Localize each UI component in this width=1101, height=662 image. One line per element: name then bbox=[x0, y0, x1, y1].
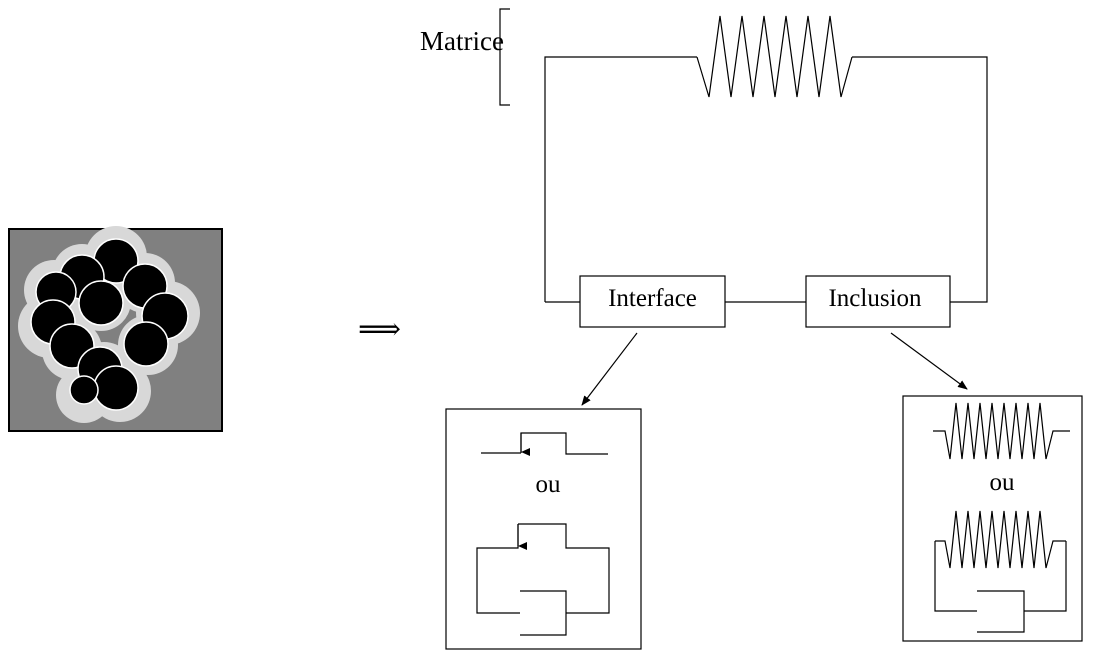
microstructure-cell bbox=[8, 226, 223, 432]
particle bbox=[93, 365, 139, 411]
interface-arrow bbox=[581, 332, 638, 406]
interface-box: Interface bbox=[579, 275, 726, 328]
interface-or-label: ou bbox=[536, 471, 562, 498]
matrix-resistor-icon bbox=[696, 15, 853, 98]
matrix-bracket bbox=[499, 8, 510, 106]
interface-options-panel: ou bbox=[445, 408, 642, 650]
particle bbox=[123, 321, 169, 367]
implies-icon: ⟹ bbox=[358, 313, 401, 346]
inclusion-or-label: ou bbox=[990, 469, 1016, 496]
matrix-label: Matrice bbox=[420, 26, 504, 56]
resistor-parallel-icon bbox=[935, 510, 1066, 569]
inclusion-box: Inclusion bbox=[805, 275, 951, 328]
particle bbox=[78, 280, 124, 326]
inclusion-arrow bbox=[890, 332, 968, 390]
particle bbox=[69, 375, 99, 405]
main-circuit bbox=[544, 15, 988, 303]
inclusion-label: Inclusion bbox=[828, 285, 922, 312]
wire-left bbox=[544, 56, 697, 302]
interface-label: Interface bbox=[608, 285, 697, 312]
resistor-icon bbox=[933, 402, 1070, 460]
inclusion-particles bbox=[30, 238, 189, 411]
inclusion-options-panel: ou bbox=[902, 395, 1083, 642]
wire-right bbox=[852, 56, 988, 303]
